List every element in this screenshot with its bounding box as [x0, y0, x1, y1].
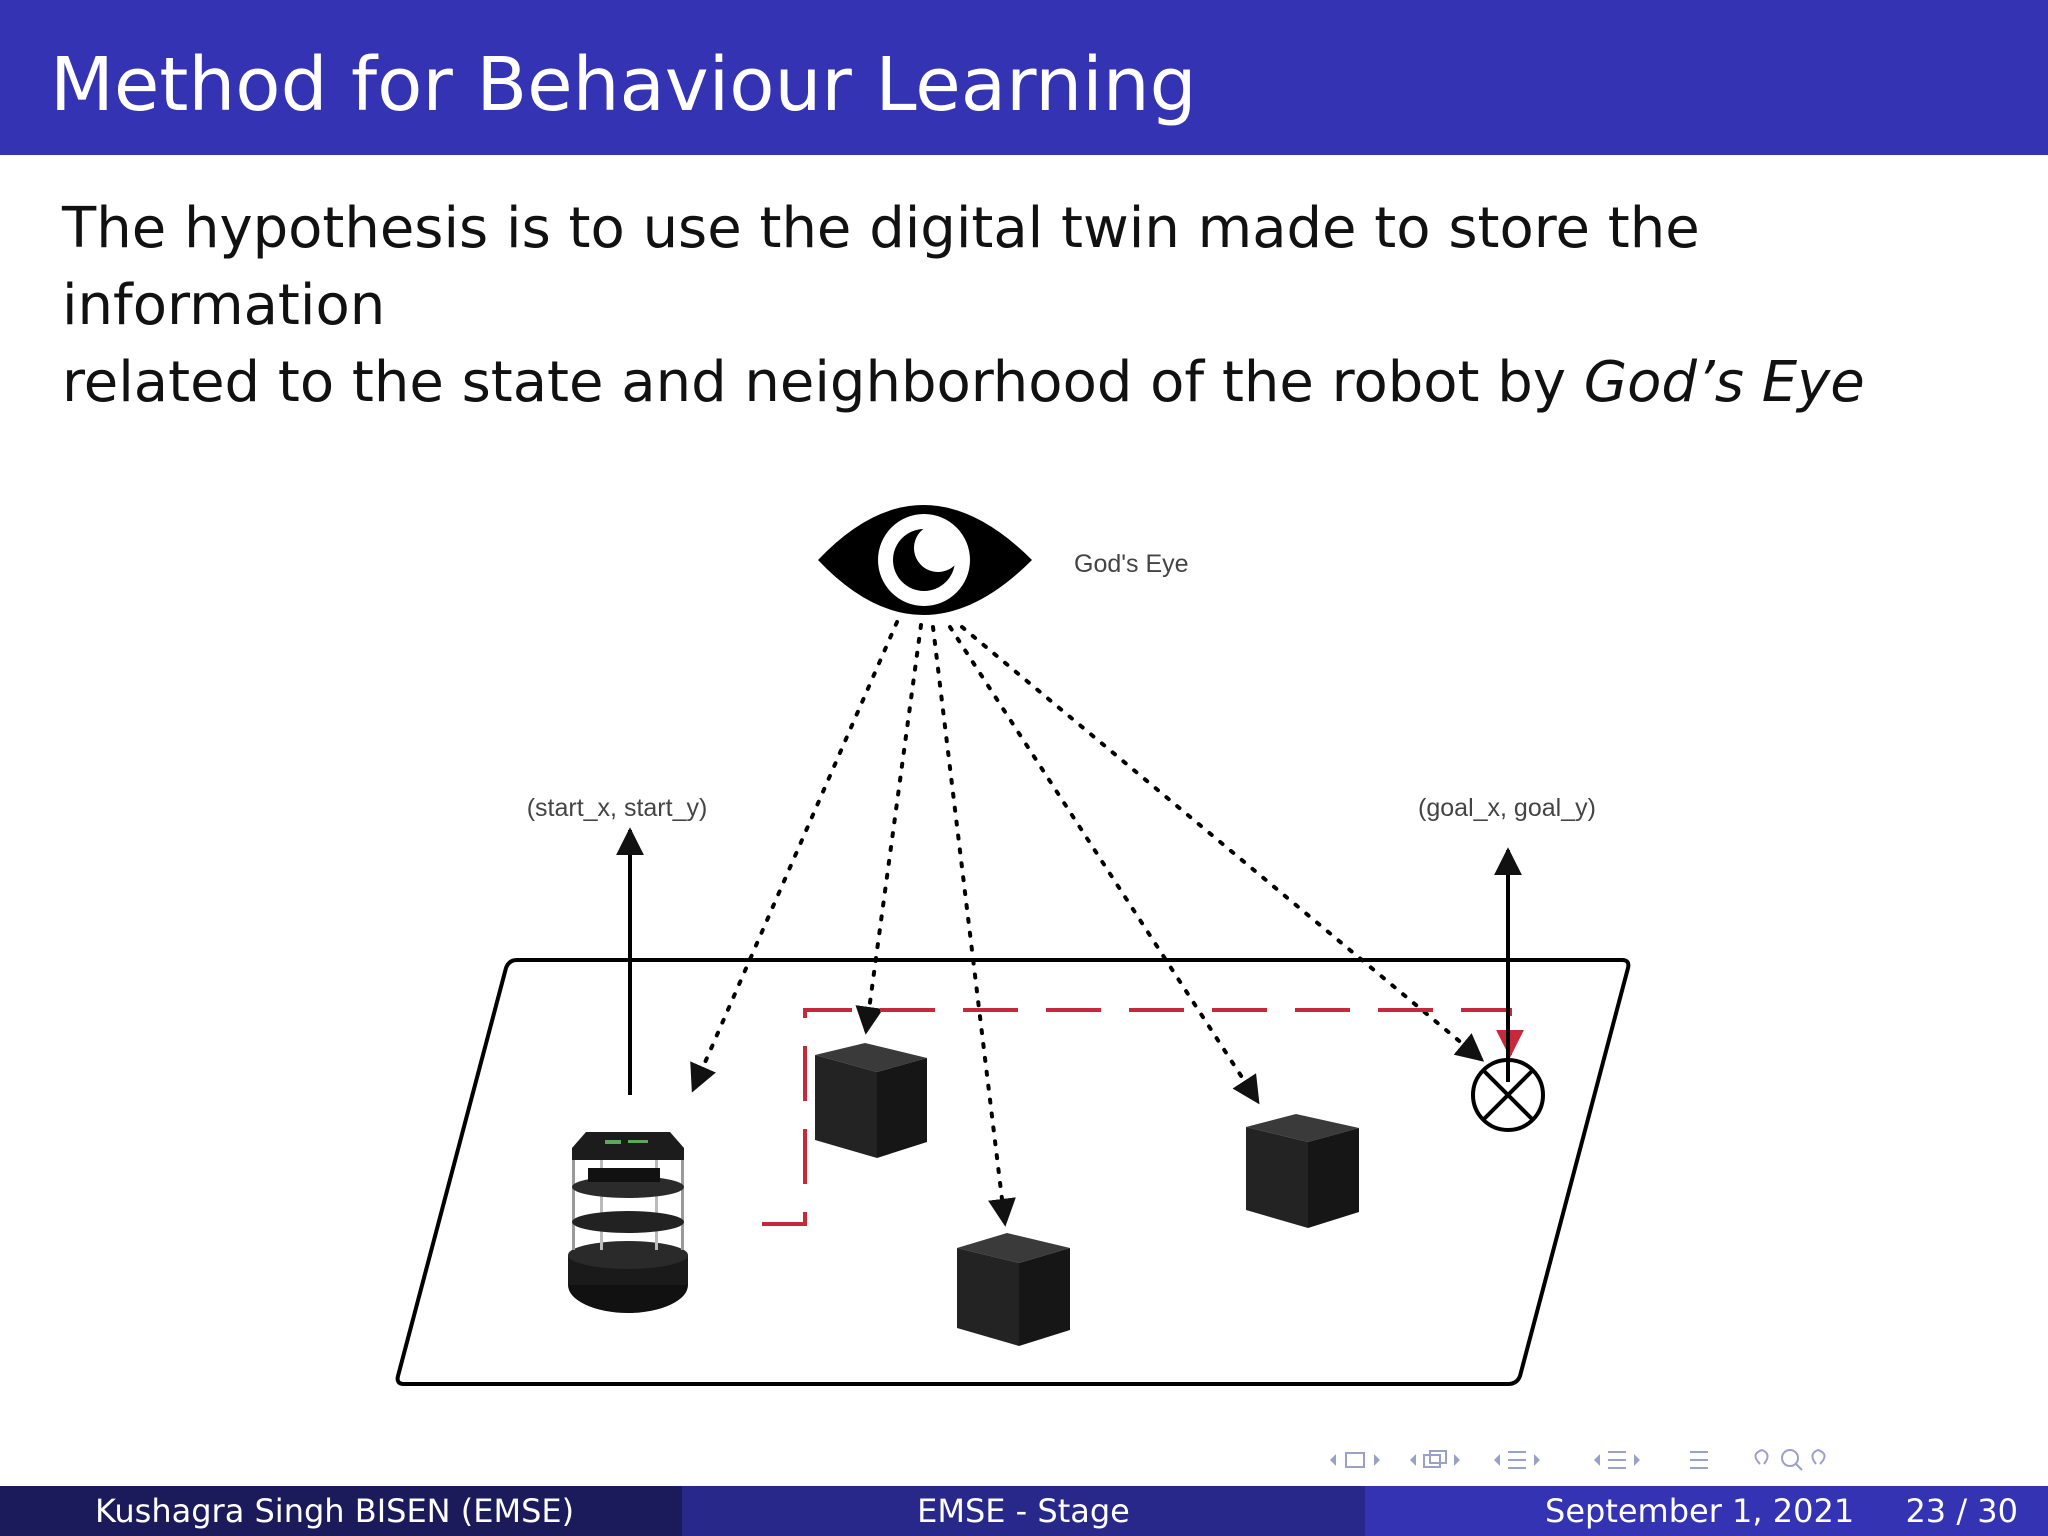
obstacle-box-2 [957, 1233, 1070, 1346]
nav-frame-icon[interactable] [1330, 1452, 1380, 1468]
body-line-1: The hypothesis is to use the digital twi… [62, 196, 1700, 338]
title-bar: Method for Behaviour Learning [0, 0, 2048, 155]
ground-plane [395, 958, 1631, 1386]
ray-to-box-2 [931, 625, 1016, 1227]
nav-appendix-icon[interactable] [1690, 1451, 1708, 1469]
nav-search-icon[interactable] [1754, 1448, 1826, 1471]
nav-part-icon[interactable] [1594, 1451, 1640, 1469]
footer-date: September 1, 2021 [1545, 1492, 1855, 1530]
footer-event: EMSE - Stage [682, 1486, 1365, 1536]
ray-to-box-3 [948, 625, 1260, 1105]
eye-icon [818, 505, 1032, 615]
obstacle-box-3 [1246, 1114, 1359, 1228]
slide-body: The hypothesis is to use the digital twi… [62, 190, 2002, 421]
slide-footer: Kushagra Singh BISEN (EMSE) EMSE - Stage… [0, 1486, 2048, 1536]
start-label: (start_x, start_y) [527, 794, 708, 822]
goal-label: (goal_x, goal_y) [1418, 794, 1596, 822]
sensing-rays [690, 620, 1485, 1227]
goal-marker-icon [1471, 1058, 1545, 1132]
nav-section-icon[interactable] [1494, 1451, 1540, 1469]
footer-author: Kushagra Singh BISEN (EMSE) [0, 1486, 682, 1536]
planned-path [762, 1008, 1524, 1226]
slide-title: Method for Behaviour Learning [50, 42, 1197, 128]
body-line-2: related to the state and neighborhood of… [62, 350, 1584, 415]
gods-eye-diagram: God's Eye (start_x, start_y) (goal_x, go… [395, 505, 1631, 1386]
obstacle-box-1 [815, 1043, 927, 1158]
beamer-nav-controls[interactable] [1320, 1440, 2040, 1480]
gods-eye-emphasis: God’s Eye [1583, 350, 1865, 415]
footer-page-number: 23 / 30 [1905, 1492, 2018, 1530]
eye-label: God's Eye [1074, 550, 1189, 578]
ray-to-robot [690, 620, 899, 1093]
ray-to-box-1 [855, 623, 923, 1035]
footer-meta: September 1, 2021 23 / 30 [1365, 1486, 2048, 1536]
nav-subsection-icon[interactable] [1410, 1450, 1460, 1468]
robot-image [568, 1132, 688, 1313]
ray-to-goal [960, 625, 1485, 1062]
